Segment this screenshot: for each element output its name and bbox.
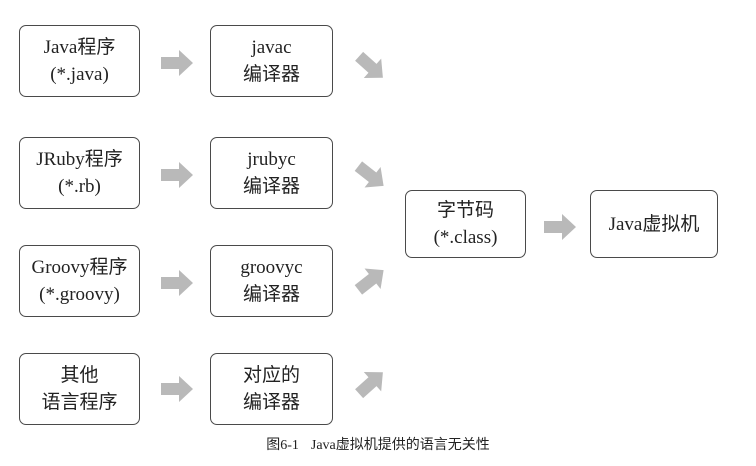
figure-caption: 图6-1 Java虚拟机提供的语言无关性	[0, 434, 756, 454]
arrow-javac-to-bytecode	[355, 51, 383, 78]
node-jruby-source: JRuby程序 (*.rb)	[19, 137, 140, 209]
node-other-compiler-line2: 编译器	[242, 392, 300, 413]
arrow-other-to-compiler	[161, 376, 193, 402]
node-other-source-line1: 其他	[60, 365, 99, 386]
node-javac-line2: 编译器	[242, 64, 300, 85]
node-jrubyc-line1: jrubyc	[247, 149, 296, 170]
node-javac-line1: javac	[251, 37, 292, 58]
node-groovy-source-line1: Groovy程序	[31, 257, 128, 278]
node-jrubyc-line2: 编译器	[242, 176, 300, 197]
node-other-source: 其他 语言程序	[19, 353, 140, 425]
node-jvm: Java虚拟机	[590, 190, 718, 258]
arrow-java-to-javac	[161, 50, 193, 76]
figure-caption-text: Java虚拟机提供的语言无关性	[310, 438, 490, 453]
arrow-groovyc-to-bytecode	[354, 268, 384, 295]
figure-caption-number: 图6-1	[266, 438, 299, 453]
node-java-source-line2: (*.java)	[50, 64, 109, 85]
node-jvm-line1: Java虚拟机	[608, 213, 700, 235]
node-jrubyc: jrubyc 编译器	[210, 137, 333, 209]
node-other-compiler-line1: 对应的	[242, 365, 300, 386]
node-jruby-source-line1: JRuby程序	[36, 149, 123, 170]
arrow-jruby-to-jrubyc	[161, 162, 193, 188]
node-groovyc-line1: groovyc	[240, 257, 303, 278]
node-groovy-source: Groovy程序 (*.groovy)	[19, 245, 140, 317]
arrow-jrubyc-to-bytecode	[354, 161, 384, 188]
arrow-groovy-to-groovyc	[161, 270, 193, 296]
node-java-source-line1: Java程序	[43, 37, 116, 58]
node-javac: javac 编译器	[210, 25, 333, 97]
arrow-bytecode-to-jvm	[544, 214, 576, 240]
node-groovyc-line2: 编译器	[242, 284, 300, 305]
node-bytecode: 字节码 (*.class)	[405, 190, 526, 258]
node-bytecode-line2: (*.class)	[433, 227, 498, 248]
node-java-source: Java程序 (*.java)	[19, 25, 140, 97]
node-other-compiler: 对应的 编译器	[210, 353, 333, 425]
node-groovyc: groovyc 编译器	[210, 245, 333, 317]
node-groovy-source-line2: (*.groovy)	[39, 284, 120, 305]
node-jruby-source-line2: (*.rb)	[58, 176, 101, 197]
arrow-othercomp-to-bytecode	[355, 372, 383, 399]
node-bytecode-line1: 字节码	[436, 200, 494, 221]
node-other-source-line2: 语言程序	[41, 392, 118, 413]
